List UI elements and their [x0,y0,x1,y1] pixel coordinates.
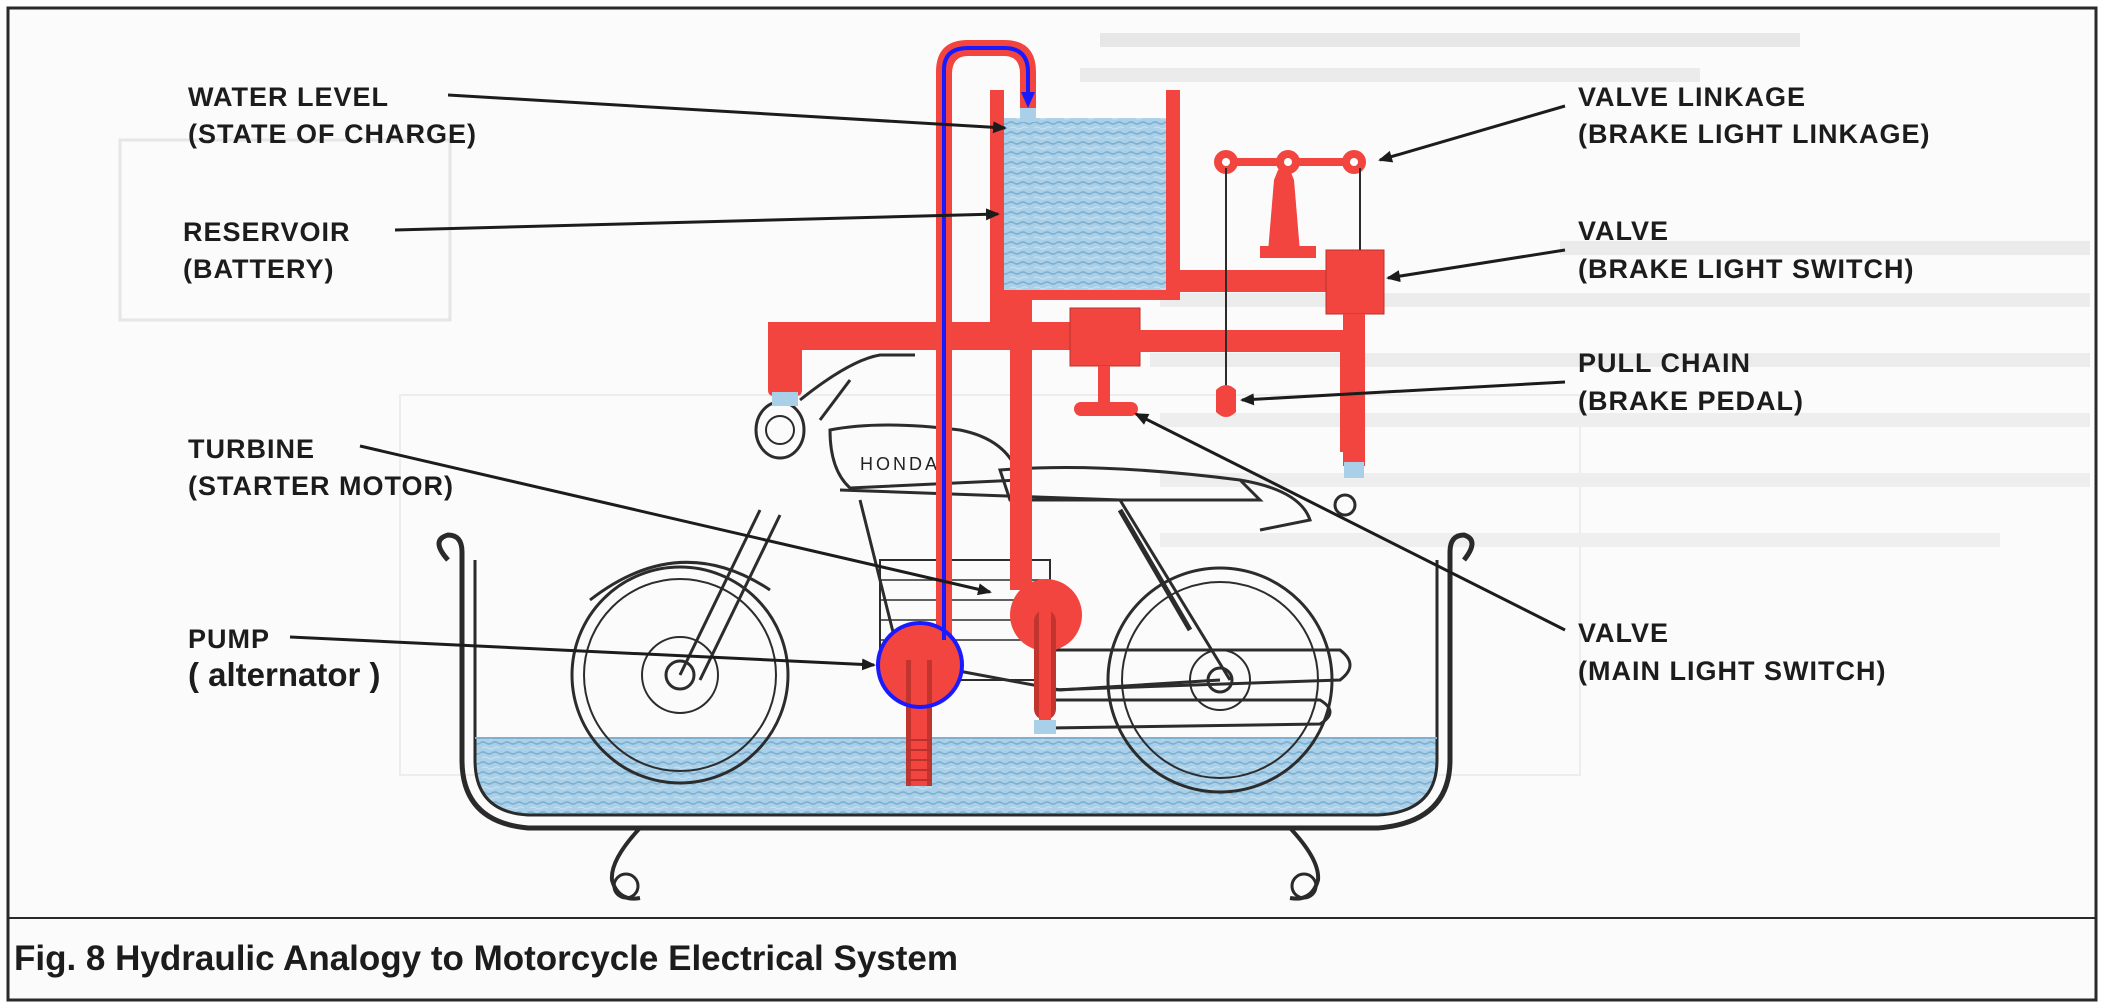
label-valve-linkage: VALVE LINKAGE [1578,82,1806,112]
label-brake-pedal: (BRAKE PEDAL) [1578,386,1804,416]
water-level-drip [1020,108,1036,122]
brake-light-switch-valve [1325,249,1385,315]
leader-lines [289,93,1566,671]
label-main-valve: VALVE [1578,618,1669,648]
figure-caption: Fig. 8 Hydraulic Analogy to Motorcycle E… [14,939,958,978]
pump-intake-stripes [906,739,932,781]
turbine-outlet-drip [1034,720,1056,734]
flow-annotation [876,46,1035,709]
label-turbine: TURBINE [188,434,315,464]
fuel-tank [828,423,1022,490]
label-starter-motor: (STARTER MOTOR) [188,471,454,501]
pull-chain-weight [1216,385,1236,417]
label-water-level: WATER LEVEL [188,82,389,112]
label-state-of-charge: (STATE OF CHARGE) [188,119,477,149]
pump-flow-circle [876,621,964,709]
label-alternator: ( alternator ) [188,656,381,693]
label-pull-chain: PULL CHAIN [1578,348,1751,378]
flow-path-arrow [942,46,1035,640]
label-brake-light-switch: (BRAKE LIGHT SWITCH) [1578,254,1914,284]
label-reservoir: RESERVOIR [183,217,351,247]
label-brake-light-linkage: (BRAKE LIGHT LINKAGE) [1578,119,1930,149]
label-brake-valve: VALVE [1578,216,1669,246]
background-ghost-print [118,33,2090,776]
label-battery: (BATTERY) [183,254,334,284]
main-valve-handle [1074,402,1138,416]
valve-linkage [1214,150,1366,390]
brake-light-drip [1344,462,1364,478]
reservoir-water [1004,118,1166,290]
headlight-drip [772,392,798,406]
bathtub [436,532,1475,901]
label-pump: PUMP [188,624,270,654]
tank-badge: HONDA [860,454,940,474]
front-wheel [570,565,790,785]
label-main-light-switch: (MAIN LIGHT SWITCH) [1578,656,1886,686]
